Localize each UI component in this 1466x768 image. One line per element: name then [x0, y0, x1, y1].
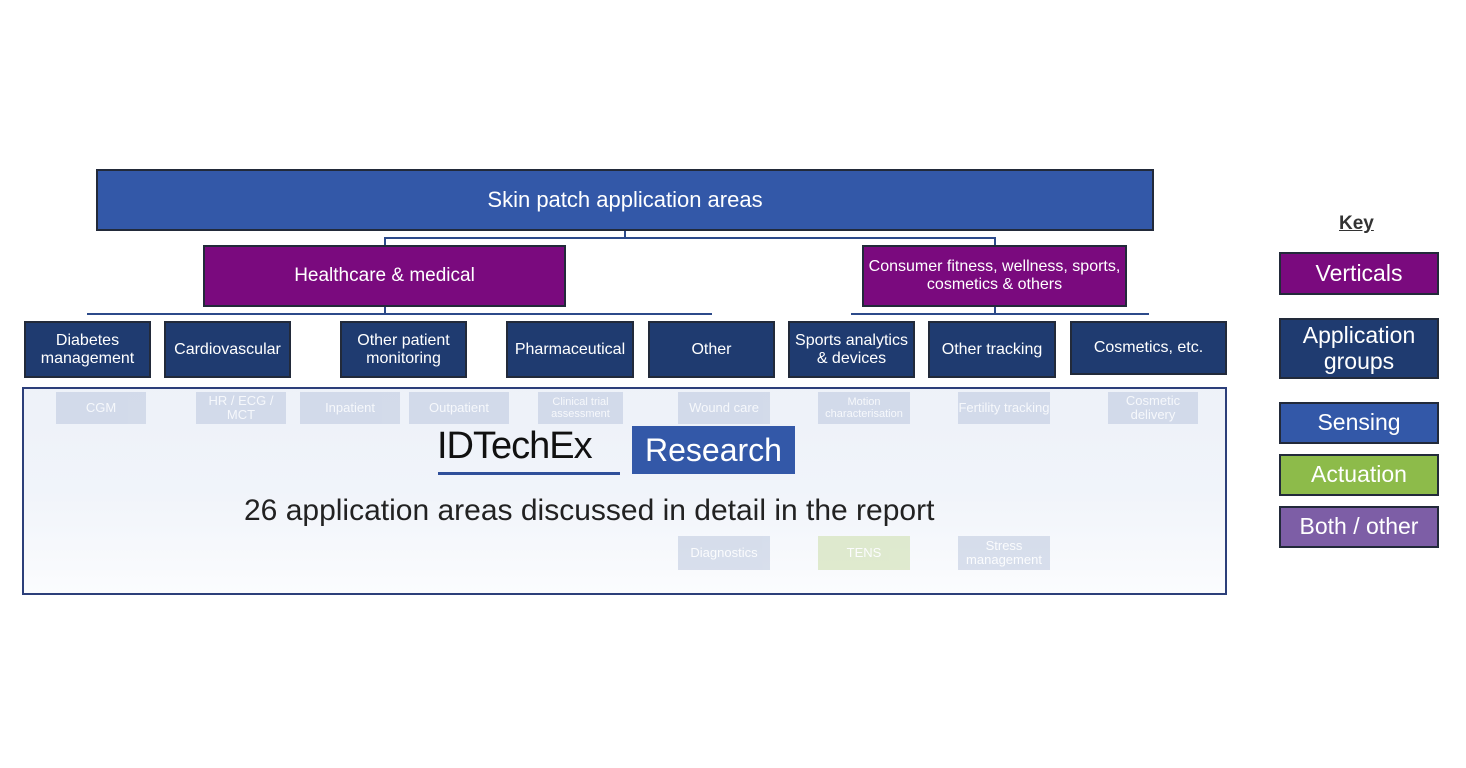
- item-wound-care: Wound care: [678, 392, 770, 424]
- item-motion: Motion characterisation: [818, 392, 910, 424]
- group-other-patient-monitoring: Other patient monitoring: [340, 321, 467, 378]
- connector: [851, 313, 1149, 315]
- item-inpatient: Inpatient: [300, 392, 400, 424]
- logo-idtechex: IDTechEx: [437, 425, 593, 467]
- connector: [384, 237, 996, 239]
- item-stress: Stress management: [958, 536, 1050, 570]
- item-diagnostics: Diagnostics: [678, 536, 770, 570]
- item-outpatient: Outpatient: [409, 392, 509, 424]
- logo-underline: [438, 472, 620, 475]
- group-pharmaceutical: Pharmaceutical: [506, 321, 634, 378]
- group-sports: Sports analytics & devices: [788, 321, 915, 378]
- key-sensing: Sensing: [1279, 402, 1439, 444]
- vertical-consumer: Consumer fitness, wellness, sports, cosm…: [862, 245, 1127, 307]
- item-fertility: Fertility tracking: [958, 392, 1050, 424]
- key-actuation: Actuation: [1279, 454, 1439, 496]
- group-other: Other: [648, 321, 775, 378]
- connector: [994, 237, 996, 245]
- group-cardiovascular: Cardiovascular: [164, 321, 291, 378]
- key-application-groups: Application groups: [1279, 318, 1439, 379]
- logo-research: Research: [632, 426, 795, 474]
- key-verticals: Verticals: [1279, 252, 1439, 295]
- group-diabetes: Diabetes management: [24, 321, 151, 378]
- group-cosmetics: Cosmetics, etc.: [1070, 321, 1227, 375]
- key-title: Key: [1339, 213, 1374, 234]
- connector: [384, 307, 386, 314]
- connector: [87, 313, 712, 315]
- item-cgm: CGM: [56, 392, 146, 424]
- connector: [994, 307, 996, 314]
- connector: [384, 237, 386, 245]
- item-clinical-trial: Clinical trial assessment: [538, 392, 623, 424]
- root-node: Skin patch application areas: [96, 169, 1154, 231]
- item-cosmetic-delivery: Cosmetic delivery: [1108, 392, 1198, 424]
- item-hr-ecg: HR / ECG / MCT: [196, 392, 286, 424]
- group-other-tracking: Other tracking: [928, 321, 1056, 378]
- connector: [624, 231, 626, 238]
- vertical-healthcare: Healthcare & medical: [203, 245, 566, 307]
- caption: 26 application areas discussed in detail…: [244, 494, 935, 527]
- item-tens: TENS: [818, 536, 910, 570]
- key-both-other: Both / other: [1279, 506, 1439, 548]
